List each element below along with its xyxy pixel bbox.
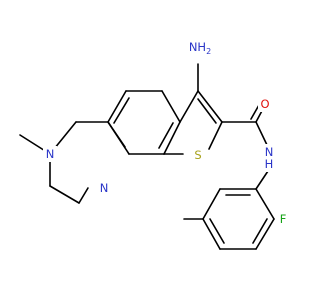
thiophene-sulfur-label: S	[194, 148, 201, 162]
benzene-bond-5-double	[252, 218, 268, 244]
amide-n-letter: N	[265, 145, 274, 159]
aryl-n-bond	[255, 170, 269, 190]
pyridine-bond-4-double	[158, 122, 174, 149]
thiophene-bond-2	[197, 90, 223, 123]
benzene-bond-3-double	[209, 218, 225, 244]
pyridine-bond-1-double	[113, 97, 130, 124]
ring-bond-ch2-to-ch2	[49, 185, 80, 204]
oxygen-label-mask	[258, 96, 272, 112]
benzene-bond-5	[255, 218, 275, 250]
amino-label: NH2	[189, 40, 211, 56]
amino-subscript-2: 2	[206, 47, 211, 56]
thiophene-bond-1	[179, 90, 199, 123]
benzene-bond-2	[202, 188, 221, 220]
methyl-n-label-mask	[43, 146, 57, 162]
amide-nh-label-mask	[259, 144, 279, 172]
benzene-bond-3	[202, 218, 221, 250]
amide-h-letter: H	[265, 157, 274, 171]
carbonyl-double-bond-2	[250, 104, 260, 120]
ring-bond-ch2-to-fused-c	[78, 187, 89, 204]
fluorine-label: F	[280, 212, 287, 226]
amide-n-bond	[255, 121, 268, 146]
benzene-bond-6	[255, 188, 275, 220]
pyridine-bond-1	[107, 90, 127, 123]
thiophene-bond-2-double	[197, 98, 217, 124]
thiophene-bond-3	[208, 121, 223, 150]
bond-lines	[19, 63, 275, 250]
pyridine-nitrogen-label: N	[100, 181, 109, 195]
carbonyl-oxygen-label: O	[260, 97, 269, 111]
pyridine-n-label-mask	[97, 180, 111, 196]
fluorine-label-mask	[276, 211, 290, 227]
pyridine-bond-3	[161, 90, 181, 123]
nh2-label-mask	[185, 38, 215, 56]
pyridine-bond-4	[163, 121, 181, 155]
pyridine-bond-6-double	[107, 121, 126, 148]
ring-nitrogen-label: N	[46, 147, 55, 161]
sulfur-label-mask	[191, 147, 205, 163]
